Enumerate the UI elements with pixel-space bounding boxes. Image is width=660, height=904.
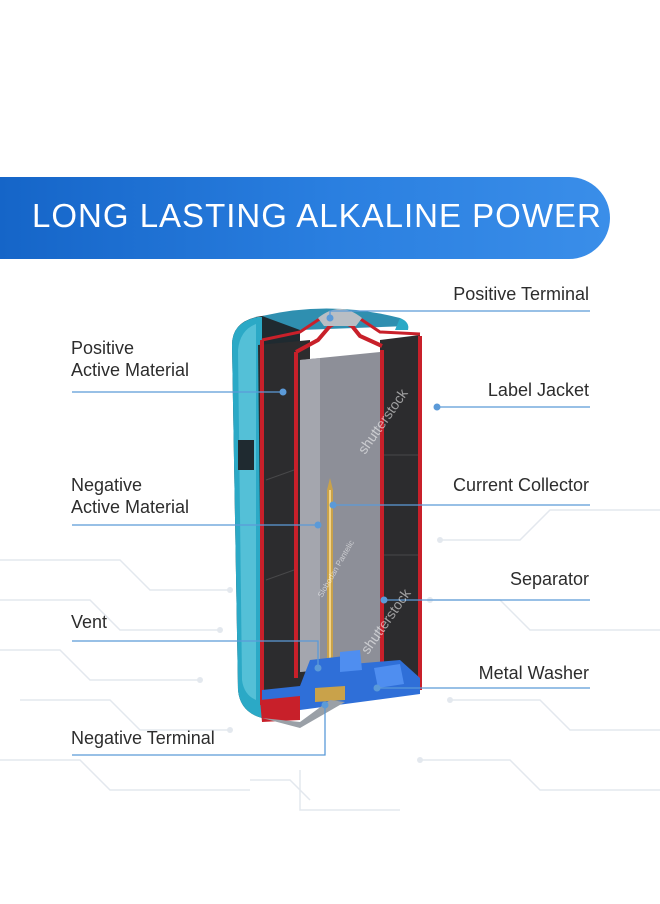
battery-interior <box>258 309 422 728</box>
leader-lines <box>72 310 590 756</box>
label-metal-washer: Metal Washer <box>478 663 589 683</box>
label-label-jacket: Label Jacket <box>487 380 589 400</box>
label-negative-active-material-line2: Active Material <box>71 497 190 517</box>
label-positive-active-material-line2: Active Material <box>71 360 190 380</box>
label-separator: Separator <box>509 569 589 589</box>
label-negative-active-material-line1: Negative <box>71 475 143 495</box>
label-positive-active-material-line1: Positive <box>71 338 135 358</box>
label-positive-terminal: Positive Terminal <box>453 284 589 304</box>
page-title: LONG LASTING ALKALINE POWER <box>32 197 602 234</box>
title-banner <box>0 177 610 259</box>
label-vent: Vent <box>71 612 108 632</box>
label-current-collector: Current Collector <box>452 475 589 495</box>
label-negative-terminal: Negative Terminal <box>71 728 215 748</box>
